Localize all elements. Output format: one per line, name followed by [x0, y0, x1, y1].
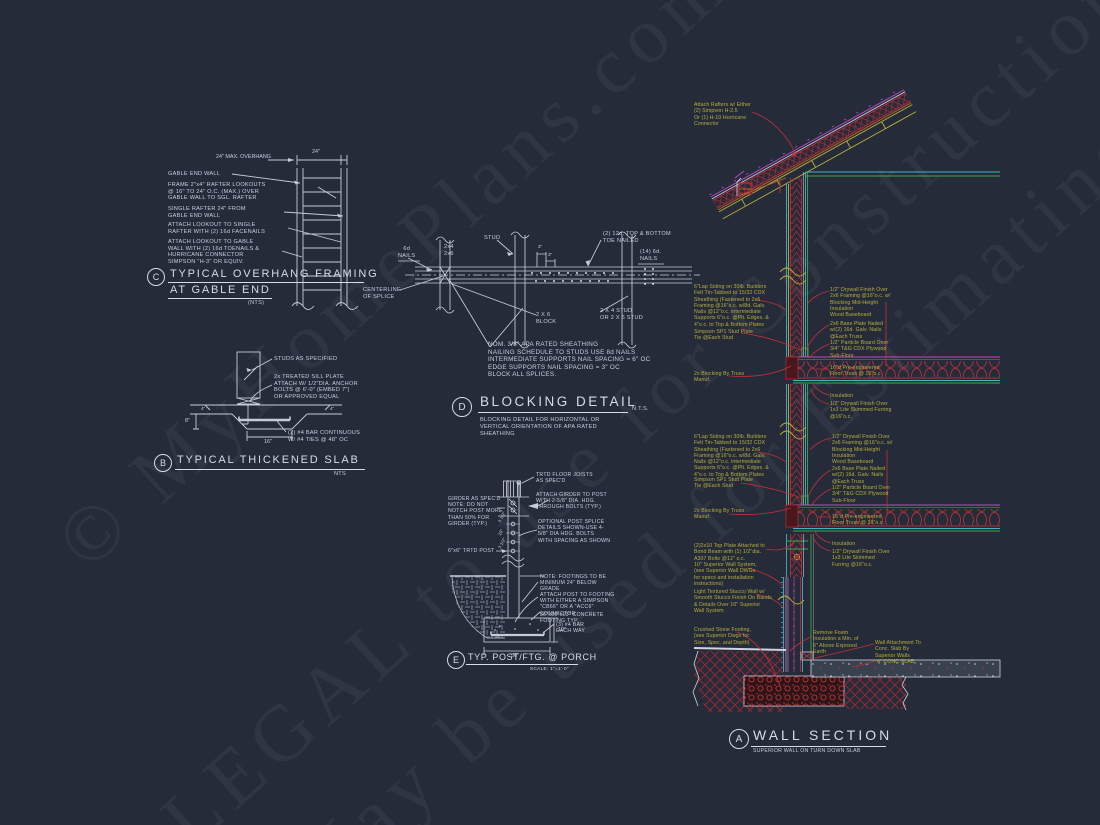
note-insulation-2: Insulation	[832, 541, 856, 547]
note-6d-nails: 6d NAILS	[398, 246, 416, 259]
note-blocking-truss-2: 2x Blocking By Truss Manuf.	[694, 508, 745, 521]
note-attach-post: ATTACH POST TO FOOTING WITH EITHER A SIM…	[540, 592, 615, 617]
detail-a-bubble: A	[729, 729, 749, 749]
detail-d-subtitle: BLOCKING DETAIL FOR HORIZONTAL OR VERTIC…	[480, 417, 600, 437]
note-attach-rafters: Attach Rafters w/ Either (2) Simpson H-2…	[694, 102, 751, 127]
note-crushed-stone: Crushed Stone Footing, (see Superior Dwg…	[694, 627, 751, 646]
dim-8: 8"	[185, 418, 190, 424]
note-floor-truss-1: 16"d Pre-engineered Floor Truss @ 16"o.c…	[830, 365, 883, 378]
detail-c-scale: (NTS)	[248, 300, 265, 306]
leader-lines	[728, 111, 888, 687]
note-12d-toenailed: (2) 12d. TOP & BOTTOM TOE NAILED	[603, 231, 671, 244]
note-attach-lookout-rafter: ATTACH LOOKOUT TO SINGLE RAFTER WITH (2)…	[168, 222, 266, 235]
note-stud: STUD	[484, 235, 501, 241]
detail-a-title: WALL SECTION	[753, 727, 893, 743]
note-footings-grade: NOTE: FOOTINGS TO BE MINIMUM 24" BELOW G…	[540, 574, 607, 593]
note-bar-continuous: (2) #4 BAR CONTINUOUS W/ #4 TIES @ 48" O…	[288, 430, 361, 443]
note-single-rafter: SINGLE RAFTER 24" FROM GABLE END WALL	[168, 206, 246, 219]
blocking-detail-drawing	[398, 231, 700, 349]
dim-3-a: 3"	[538, 244, 543, 249]
floor-band-2	[785, 504, 1000, 532]
note-blocking-truss-1: 2x Blocking By Truss Manuf.	[694, 371, 745, 384]
note-drywall-2: 1/2" Drywall Finish Over 2x6 Framing @16…	[832, 434, 893, 466]
post-footing-drawing	[450, 476, 558, 655]
eave-gutter	[734, 170, 787, 197]
note-attach-girder: ATTACH GIRDER TO POST WITH 2-5/8" DIA. H…	[536, 492, 607, 511]
note-superior-wall: 10" Superior Wall System, (see Superior …	[694, 562, 757, 587]
dim-36: 36"	[511, 653, 519, 659]
note-2x6-block: 2 X 6 BLOCK	[536, 312, 557, 325]
note-studs-specified: STUDS AS SPECIFIED	[274, 356, 338, 362]
nail-dots	[531, 268, 654, 285]
overhang-framing-drawing	[231, 155, 359, 310]
note-post-splice: OPTIONAL POST SPLICE DETAILS SHOWN-USE 4…	[538, 519, 611, 544]
note-drywall-1: 1/2" Drywall Finish Over 2x6 Framing @16…	[830, 287, 891, 319]
detail-c-bubble: C	[147, 268, 165, 286]
dim-24: 24"	[312, 149, 320, 155]
detail-e-scale: SCALE: 1"=1'-0"	[530, 667, 569, 672]
note-conc-slab: 4" CONC SLAB	[877, 659, 915, 665]
detail-d-scale: N.T.S.	[632, 406, 649, 412]
note-remove-foam: Remove Foam Insulation a Min. of 6" Abov…	[813, 630, 859, 655]
detail-c-title2: AT GABLE END	[170, 284, 271, 296]
foundation	[692, 647, 1001, 712]
note-apa-sheathing: NOM. 3/8" APA RATED SHEATHING NAILING SC…	[488, 341, 651, 379]
upper-wall	[779, 172, 809, 358]
note-top-plate: (2)2x10 Top Plate Attached to Bond Beam …	[694, 543, 765, 562]
dim-3-b: 3"	[548, 252, 553, 257]
note-3-4bar: (3) #4 BAR EACH WAY	[556, 622, 586, 635]
thickened-slab-drawing	[190, 351, 342, 441]
note-2x4-or-2x6-stud: 2 X 4 STUD OR 2 X 6 STUD	[600, 308, 644, 321]
detail-e-bubble: E	[447, 651, 465, 669]
note-floor-truss-2: 16"d Pre-engineered Floor Truss @ 16"o.c…	[832, 514, 885, 527]
note-14-6d-nails: (14) 6d. NAILS	[640, 249, 662, 262]
note-attach-lookout-gable: ATTACH LOOKOUT TO GABLE WALL WITH (2) 16…	[168, 239, 260, 265]
dim-4-right: 4"	[330, 406, 335, 411]
detail-b-scale: NTS	[334, 471, 346, 477]
dim-10: 10"	[558, 627, 566, 633]
note-frame-lookouts: FRAME 2"x4" RAFTER LOOKOUTS @ 16" TO 24"…	[168, 182, 266, 202]
note-stucco: Light Textured Stucco Wall w/ Smooth Stu…	[694, 589, 772, 614]
detail-a-subtitle: SUPERIOR WALL ON TURN DOWN SLAB	[753, 748, 861, 754]
note-insulation-1: Insulation	[830, 393, 854, 399]
note-particle-board-1: 1/2" Particle Board Over 3/4" T&G CDX Pl…	[830, 340, 889, 359]
note-trtd-joists: TRTD FLOOR JOISTS AS SPEC'D	[536, 472, 593, 485]
note-girder-specd: GIRDER AS SPEC'D NOTE: DO NOT NOTCH POST…	[448, 496, 503, 527]
note-base-plate-1: 2x6 Base Plate Nailed w/(2) 16d. Galv. N…	[830, 321, 884, 340]
note-concrete-footing: 36"x36"x10" CONCRETE FOOTING TYP.	[540, 612, 604, 625]
detail-e-title: TYP. POST/FTG. @ PORCH	[468, 652, 597, 662]
dim-16: 16"	[264, 439, 272, 445]
superior-wall	[777, 534, 814, 672]
note-wall-attachment: Wall Attachment To Conc. Slab By Superio…	[875, 640, 921, 659]
note-lap-siding-2: 6"Lap Siding on 30lb. Builders Felt Tin-…	[694, 434, 769, 478]
bond-beam	[786, 534, 808, 577]
note-simpson-sp1-1: Simpson SP1 Stud Plate Tie @Each Stud	[694, 329, 754, 342]
detail-d-title: BLOCKING DETAIL	[480, 394, 638, 409]
note-base-plate-2: 2x6 Base Plate Nailed w/(2) 16d. Galv. N…	[832, 466, 886, 485]
lower-wall	[779, 384, 809, 506]
note-lap-siding-1: 6"Lap Siding on 30lb. Builders Felt Tin-…	[694, 284, 769, 328]
dim-max-overhang: 24" MAX. OVERHANG	[216, 154, 271, 160]
note-2x4-2x6: 2x4 2x6	[444, 244, 454, 257]
detail-b-bubble: B	[154, 454, 172, 472]
detail-d-bubble: D	[452, 397, 472, 417]
floor-band-1	[785, 356, 1000, 384]
note-particle-board-2: 1/2" Particle Board Over 3/4" T&G CDX Pl…	[832, 485, 891, 504]
wall-section-drawing	[692, 87, 1001, 712]
note-centerline-splice: CENTERLINE OF SPLICE	[363, 287, 401, 300]
detail-b-title: TYPICAL THICKENED SLAB	[177, 454, 360, 466]
note-simpson-sp1-2: Simpson SP1 Stud Plate Tie @Each Stud	[694, 477, 754, 490]
dim-4-left: 4"	[201, 406, 206, 411]
note-sill-plate: 2x TREATED SILL PLATE ATTACH W/ 1/2"DIA.…	[274, 374, 358, 400]
note-furring-2: 1/2" Drywall Finish Over 1x3 Lite Skimme…	[832, 549, 890, 568]
note-6x6-post: 6"x6" TRTD POST	[448, 548, 495, 554]
note-furring-1: 1/2" Drywall Finish Over 1x3 Lite Skimme…	[830, 401, 892, 420]
note-gable-end-wall: GABLE END WALL	[168, 171, 221, 177]
detail-c-title: TYPICAL OVERHANG FRAMING	[170, 268, 379, 280]
